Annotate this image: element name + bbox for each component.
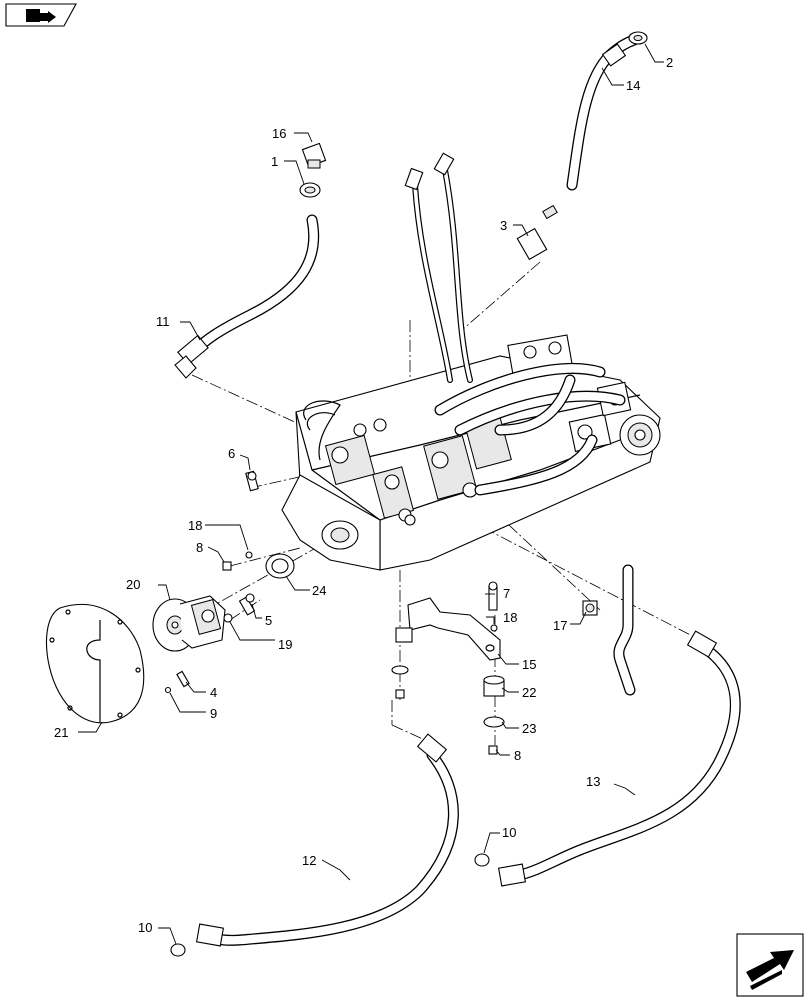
gasket-21 (45, 603, 145, 724)
callout-23: 23 (522, 721, 536, 736)
callout-18-left: 18 (188, 518, 202, 533)
hose-14 (566, 34, 640, 191)
bolt-7 (488, 581, 498, 611)
callout-11: 11 (156, 314, 170, 329)
callout-21: 21 (54, 725, 68, 740)
callout-2: 2 (666, 55, 673, 70)
callout-5: 5 (265, 613, 272, 628)
callout-3: 3 (500, 218, 507, 233)
motor-20 (152, 595, 226, 652)
callout-9: 9 (210, 706, 217, 721)
washer-23 (391, 665, 505, 728)
bracket-15 (407, 597, 501, 661)
fitting-3 (516, 204, 558, 261)
isolator-22 (395, 627, 505, 697)
callout-8-right: 8 (514, 748, 521, 763)
fitting-16 (301, 142, 327, 169)
next-page-arrow-icon[interactable] (736, 933, 804, 997)
callout-7: 7 (503, 586, 510, 601)
page-nav-icon[interactable] (5, 3, 77, 27)
callout-13: 13 (586, 774, 600, 789)
callout-20: 20 (126, 577, 140, 592)
clamp-1 (299, 182, 321, 198)
hose-11 (174, 214, 320, 379)
callout-12: 12 (302, 853, 316, 868)
callout-19: 19 (278, 637, 292, 652)
callout-8-left: 8 (196, 540, 203, 555)
callout-1: 1 (271, 154, 278, 169)
callout-10-left: 10 (138, 920, 152, 935)
washer-18-right (490, 624, 498, 632)
seal-24 (265, 553, 295, 579)
oring-10-left (170, 943, 186, 957)
fitting-17 (582, 600, 598, 616)
washer-19 (223, 613, 233, 623)
callout-labels: 16 1 2 14 3 11 6 18 8 24 20 5 19 4 9 21 … (54, 55, 673, 935)
oring-10-right (474, 853, 490, 867)
callout-22: 22 (522, 685, 536, 700)
hose-13 (497, 630, 741, 887)
callout-18-right: 18 (503, 610, 517, 625)
washer-18-left (245, 551, 253, 559)
nut-8-right (395, 689, 498, 755)
callout-16: 16 (272, 126, 286, 141)
clamp-2 (628, 31, 648, 45)
callout-4: 4 (210, 685, 217, 700)
hose-tube-right (613, 564, 636, 696)
washer-9 (164, 686, 172, 694)
bolt-5 (238, 593, 256, 616)
callout-17: 17 (553, 618, 567, 633)
callout-24: 24 (312, 583, 326, 598)
callout-14: 14 (626, 78, 640, 93)
callout-6: 6 (228, 446, 235, 461)
valve-block-assembly (281, 334, 661, 571)
hose-12 (195, 733, 459, 947)
nut-8-left (222, 561, 232, 571)
callout-10-right: 10 (502, 825, 516, 840)
callout-15: 15 (522, 657, 536, 672)
callout-leaders (78, 43, 664, 945)
bolt-6 (245, 470, 259, 492)
internal-hoses (404, 152, 626, 496)
